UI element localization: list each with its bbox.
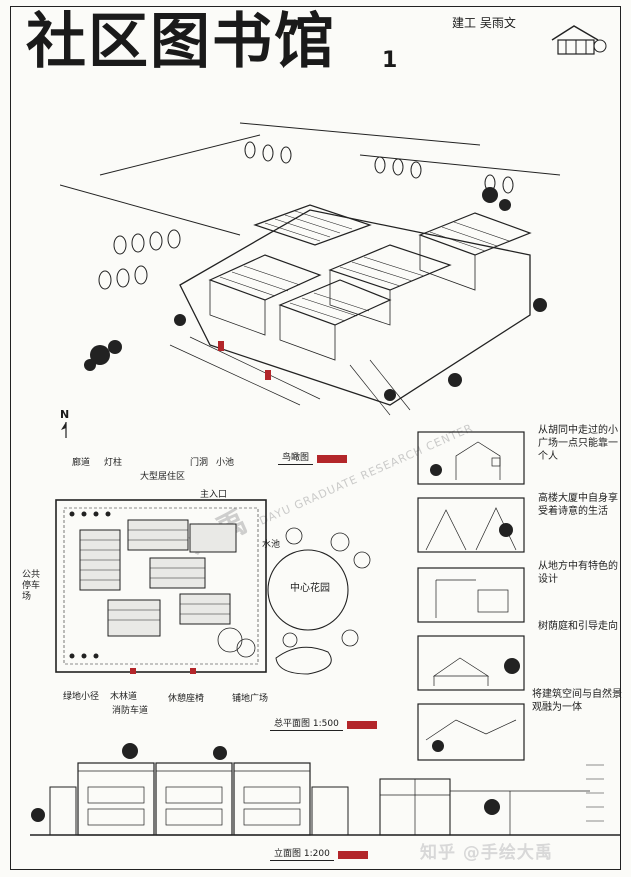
author-label: 建工 吴雨文	[452, 16, 516, 30]
plan-label-pool: 水池	[262, 540, 281, 550]
annotation-5: 将建筑空间与自然景观融为一体	[532, 689, 622, 713]
sheet-number: 1	[382, 48, 398, 73]
plan-label-fire-road: 消防车道	[112, 706, 149, 716]
north-label: N	[60, 408, 70, 421]
elevation-caption: 立面图 1:200	[270, 848, 368, 861]
vignette-frames	[417, 431, 525, 761]
annotation-3: 从地方中有特色的设计	[538, 561, 618, 585]
plan-label-green-path: 绿地小径	[63, 692, 100, 702]
site-plan-caption: 总平面图 1:500	[270, 718, 377, 731]
plan-label-residential: 大型居住区	[140, 472, 186, 482]
annotation-2: 高楼大厦中自身享受着诗意的生活	[538, 493, 618, 517]
plan-label-woodland-path: 木林道	[110, 692, 138, 702]
site-plan-drawing	[55, 499, 371, 675]
elevation-drawing	[30, 743, 620, 836]
plan-label-central-garden: 中心花园	[290, 583, 330, 594]
plan-label-main-entrance: 主入口	[200, 490, 228, 500]
drawing-sheet	[10, 6, 621, 870]
annotation-1: 从胡同中走过的小广场一点只能靠一个人	[538, 425, 618, 462]
sheet-title: 社区图书馆	[26, 7, 336, 77]
plan-label-leisure-seats: 休憩座椅	[168, 694, 205, 704]
plan-label-pond: 小池	[216, 458, 235, 468]
annotation-4: 树荫庭和引导走向	[538, 621, 618, 632]
plan-label-public-parking: 公共停车场	[22, 570, 41, 602]
plan-label-lamp: 灯柱	[104, 458, 123, 468]
house-thumbnail-icon	[551, 25, 607, 55]
aerial-view-caption: 鸟瞰图	[278, 452, 348, 465]
plan-label-gate: 门洞	[190, 458, 209, 468]
corner-watermark: 知乎 @手绘大禹	[420, 843, 553, 863]
plan-label-corridor: 廊道	[72, 458, 91, 468]
north-arrow-icon	[61, 422, 67, 438]
plan-label-paved-square: 铺地广场	[232, 694, 269, 704]
aerial-view-sketch	[60, 122, 561, 416]
